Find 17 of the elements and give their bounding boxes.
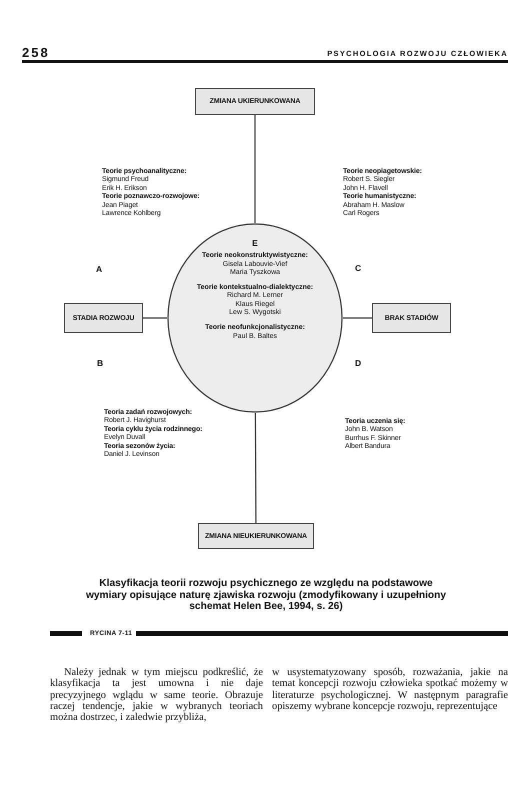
connector-line	[254, 115, 256, 223]
body-paragraph: Należy jednak w tym miejscu podkreślić, że klasyfikacja ta jest umowna i nie daje precyzyjnego wglądu w same teorie. Obrazuje raczej tendencje, jakie w wybranych teoriach można dostrzec, i zaledwie przybliża,	[50, 667, 263, 724]
quadrant-letter: D	[355, 358, 362, 368]
category-box	[195, 88, 315, 115]
connector-line	[343, 317, 372, 319]
quadrant-letter: B	[97, 358, 104, 368]
connector-line	[143, 317, 167, 319]
category-box	[198, 523, 314, 549]
quadrant-letter: A	[96, 264, 102, 274]
connector-line	[254, 413, 256, 523]
figure-caption: Klasyfikacja teorii rozwoju psychicznego ze względu na podstawowe wymiary opisujące naturę zjawiska rozwoju (zmodyfikowany i uzupełniony schemat Helen Bee, 1994, s. 26)	[84, 578, 448, 612]
quadrant-letter: C	[355, 263, 362, 273]
category-box	[64, 303, 143, 333]
page-number: 258	[22, 45, 50, 60]
category-box	[372, 303, 451, 333]
quadrant-letter: E	[252, 239, 258, 248]
body-paragraph: w usystematyzowany sposób, rozważania, jakie na temat koncepcji rozwoju człowieka spotkać możemy w literaturze psychologicznej. W następnym paragrafie opiszemy wybrane koncepcje rozwoju, reprezentujące	[272, 667, 508, 712]
